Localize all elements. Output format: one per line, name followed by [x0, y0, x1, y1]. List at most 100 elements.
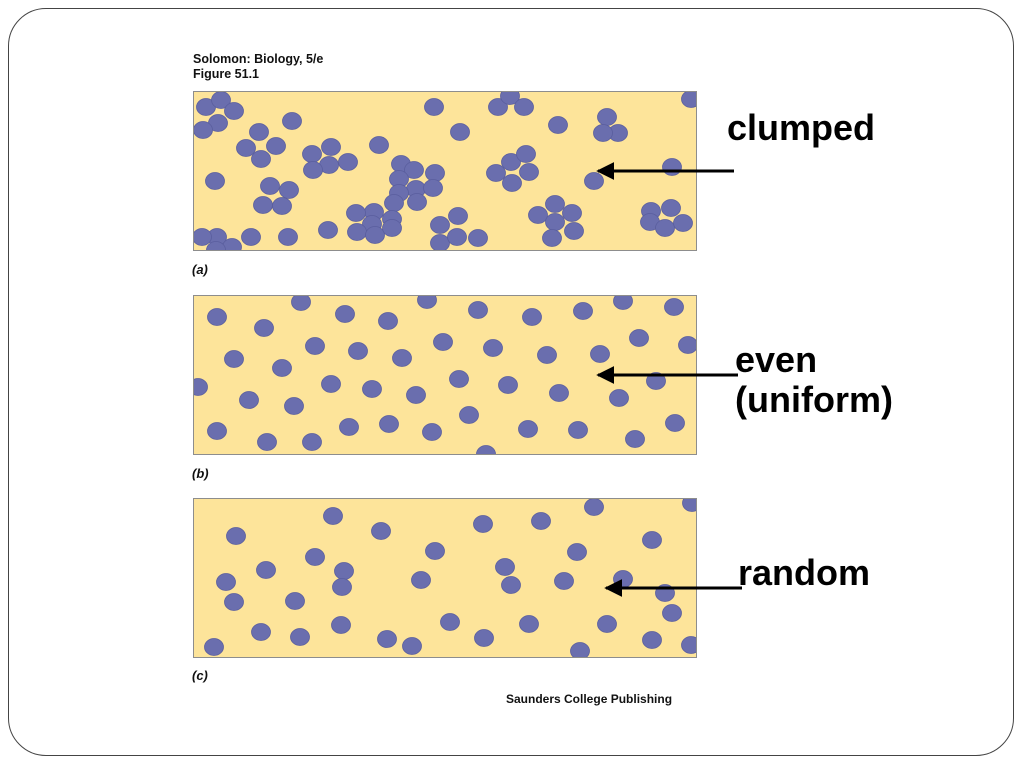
organism-dot [664, 298, 684, 316]
organism-dot [266, 137, 286, 155]
panel-clumped [193, 91, 697, 251]
organism-dot [251, 150, 271, 168]
caption-source: Solomon: Biology, 5/e [193, 52, 324, 66]
organism-dot [254, 319, 274, 337]
organism-dot [554, 572, 574, 590]
organism-dot [488, 98, 508, 116]
organism-dot [425, 164, 445, 182]
organism-dot [382, 219, 402, 237]
organism-dot [483, 339, 503, 357]
panel-letter-b: (b) [192, 466, 209, 481]
organism-dot [447, 228, 467, 246]
organism-dot [256, 561, 276, 579]
organism-dot [516, 145, 536, 163]
organism-dot [450, 123, 470, 141]
organism-dot [321, 138, 341, 156]
organism-dot [362, 380, 382, 398]
organism-dot [642, 531, 662, 549]
organism-dot [216, 573, 236, 591]
organism-dot [305, 548, 325, 566]
organism-dot [211, 92, 231, 109]
organism-dot [224, 593, 244, 611]
organism-dot [378, 312, 398, 330]
organism-dot [459, 406, 479, 424]
organism-dot [545, 195, 565, 213]
organism-dot [284, 397, 304, 415]
organism-dot [430, 234, 450, 250]
label-even-uniform: even (uniform) [735, 340, 893, 420]
organism-dot [468, 301, 488, 319]
organism-dot [204, 638, 224, 656]
organism-dot [331, 616, 351, 634]
organism-dot [655, 584, 675, 602]
organism-dot [404, 161, 424, 179]
organism-dot [537, 346, 557, 364]
organism-dot [448, 207, 468, 225]
organism-dot [673, 214, 693, 232]
organism-dot [224, 350, 244, 368]
organism-dot [662, 158, 682, 176]
organism-dot [514, 98, 534, 116]
panel-random [193, 498, 697, 658]
organism-dot [468, 229, 488, 247]
panel-even [193, 295, 697, 455]
organism-dot [567, 543, 587, 561]
organism-dot [495, 558, 515, 576]
organism-dot [206, 241, 226, 250]
organism-dot [498, 376, 518, 394]
figure-caption: Solomon: Biology, 5/e Figure 51.1 [193, 52, 323, 82]
organism-dot [369, 136, 389, 154]
caption-figure-number: Figure 51.1 [193, 67, 259, 81]
organism-dot [528, 206, 548, 224]
organism-dot [681, 636, 696, 654]
organism-dot [597, 615, 617, 633]
panel-letter-c: (c) [192, 668, 208, 683]
organism-dot [564, 222, 584, 240]
organism-dot [207, 422, 227, 440]
organism-dot [260, 177, 280, 195]
organism-dot [282, 112, 302, 130]
organism-dot [522, 308, 542, 326]
organism-dot [486, 164, 506, 182]
publisher-credit: Saunders College Publishing [506, 692, 673, 706]
label-uniform: (uniform) [735, 379, 893, 420]
organism-dot [335, 305, 355, 323]
organism-dot [545, 213, 565, 231]
label-even: even [735, 339, 818, 380]
organism-dot [285, 592, 305, 610]
organism-dot [291, 296, 311, 311]
organism-dot [661, 199, 681, 217]
organism-dot [590, 345, 610, 363]
organism-dot [449, 370, 469, 388]
organism-dot [365, 226, 385, 244]
organism-dot [682, 499, 696, 512]
organism-dot [411, 571, 431, 589]
organism-dot [646, 372, 666, 390]
organism-dot [542, 229, 562, 247]
organism-dot [257, 433, 277, 451]
organism-dot [321, 375, 341, 393]
organism-dot [236, 139, 256, 157]
slide-frame [8, 8, 1014, 756]
organism-dot [430, 216, 450, 234]
organism-dot [423, 179, 443, 197]
organism-dot [318, 221, 338, 239]
organism-dot [473, 515, 493, 533]
organism-dot [519, 615, 539, 633]
organism-dot [305, 337, 325, 355]
organism-dot [570, 642, 590, 657]
organism-dot [407, 193, 427, 211]
organism-dot [272, 197, 292, 215]
organism-dot [279, 181, 299, 199]
organism-dot [406, 386, 426, 404]
organism-dot [474, 629, 494, 647]
organism-dot [302, 433, 322, 451]
label-clumped: clumped [727, 107, 876, 148]
organism-dot [518, 420, 538, 438]
organism-dot [339, 418, 359, 436]
organism-dot [348, 342, 368, 360]
organism-dot [519, 163, 539, 181]
organism-dot [597, 108, 617, 126]
organism-dot [609, 389, 629, 407]
organism-dot [377, 630, 397, 648]
